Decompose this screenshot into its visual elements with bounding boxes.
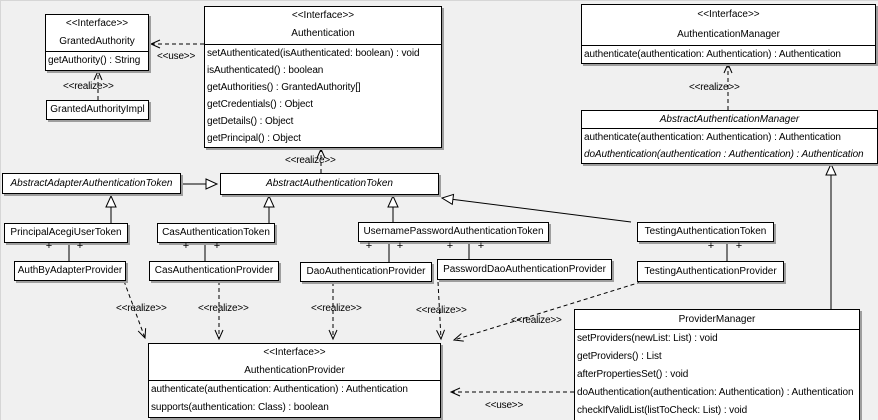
stereotype: <<Interface>>: [291, 10, 355, 21]
stereotype: <<Interface>>: [65, 18, 129, 29]
class-header: <<Interface>> Authentication: [205, 7, 441, 45]
class-granted-authority[interactable]: <<Interface>> GrantedAuthority getAuthor…: [45, 14, 149, 71]
method: getAuthority() : String: [48, 55, 141, 66]
class-testing-authentication-token[interactable]: TestingAuthenticationToken: [637, 222, 774, 242]
method: supports(authentication: Class) : boolea…: [151, 402, 329, 413]
method: authenticate(authentication: Authenticat…: [584, 49, 841, 60]
generalization-testingauthenticationtoken[interactable]: [440, 193, 632, 223]
association-end-plus: +: [76, 240, 84, 252]
class-name: AuthenticationManager: [677, 29, 780, 40]
class-name: AbstractAuthenticationToken: [266, 178, 393, 189]
method: checkIfValidList(listToCheck: List) : vo…: [577, 405, 748, 416]
method: afterPropertiesSet() : void: [577, 369, 689, 380]
class-cas-authentication-provider[interactable]: CasAuthenticationProvider: [149, 261, 279, 281]
class-principal-acegi-user-token[interactable]: PrincipalAcegiUserToken: [4, 223, 128, 243]
class-name: AuthByAdapterProvider: [17, 265, 123, 276]
method: setProviders(newList: List) : void: [577, 333, 718, 344]
class-name: PasswordDaoAuthenticationProvider: [443, 264, 606, 275]
class-name: ProviderManager: [678, 314, 756, 325]
class-name: UsernamePasswordAuthenticationToken: [363, 226, 544, 237]
class-name: AbstractAuthenticationManager: [659, 114, 800, 125]
abstract-method: doAuthentication(authentication : Authen…: [584, 149, 864, 160]
class-name: DaoAuthenticationProvider: [306, 266, 426, 277]
method: getPrincipal() : Object: [207, 133, 301, 144]
realize-label: <<realize>>: [311, 303, 362, 314]
association-end-plus: +: [477, 240, 485, 252]
class-name: GrantedAuthorityImpl: [50, 104, 145, 115]
realize-label: <<realize>>: [689, 82, 740, 93]
class-name: CasAuthenticationToken: [162, 227, 270, 238]
class-name: Authentication: [291, 28, 355, 39]
association-end-plus: +: [365, 240, 373, 252]
association-end-plus: +: [213, 240, 221, 252]
class-name: TestingAuthenticationProvider: [644, 266, 777, 277]
method: setAuthenticated(isAuthenticated: boolea…: [207, 48, 420, 59]
method: doAuthentication(authentication: Authent…: [577, 387, 854, 398]
association-end-plus: +: [182, 240, 190, 252]
association-end-plus: +: [45, 240, 53, 252]
realize-passworddaoauthenticationprovider[interactable]: [436, 281, 445, 341]
class-granted-authority-impl[interactable]: GrantedAuthorityImpl: [46, 100, 149, 120]
realize-label: <<realize>>: [416, 305, 467, 316]
stereotype: <<Interface>>: [697, 9, 760, 20]
class-cas-authentication-token[interactable]: CasAuthenticationToken: [157, 223, 275, 243]
class-name: AuthenticationProvider: [244, 365, 345, 376]
association-end-plus: +: [707, 240, 715, 252]
realize-label: <<realize>>: [198, 303, 249, 314]
method: authenticate(authentication: Authenticat…: [584, 132, 841, 143]
association-end-plus: +: [735, 240, 743, 252]
realize-label: <<realize>>: [116, 303, 167, 314]
use-label: <<use>>: [485, 400, 524, 411]
class-header: AbstractAuthenticationManager: [582, 111, 877, 129]
class-password-dao-authentication-provider[interactable]: PasswordDaoAuthenticationProvider: [437, 259, 612, 280]
class-header: <<Interface>> AuthenticationProvider: [149, 344, 440, 381]
realize-testingauthenticationprovider[interactable]: [452, 281, 642, 342]
method: getCredentials() : Object: [207, 99, 313, 110]
realize-authbyadapterprovider[interactable]: [123, 280, 147, 340]
method: getProviders() : List: [577, 351, 662, 362]
association-end-plus: +: [396, 240, 404, 252]
realize-label: <<realize>>: [63, 81, 114, 92]
class-name: AbstractAdapterAuthenticationToken: [10, 178, 173, 189]
stereotype: <<Interface>>: [263, 347, 326, 358]
class-name: PrincipalAcegiUserToken: [10, 227, 122, 238]
class-username-password-authentication-token[interactable]: UsernamePasswordAuthenticationToken: [358, 222, 549, 242]
class-abstract-authentication-token[interactable]: AbstractAuthenticationToken: [220, 173, 439, 195]
class-auth-by-adapter-provider[interactable]: AuthByAdapterProvider: [14, 261, 126, 281]
realize-label: <<realize>>: [511, 315, 562, 326]
class-authentication-provider[interactable]: <<Interface>> AuthenticationProvider aut…: [148, 343, 441, 418]
class-header: <<Interface>> GrantedAuthority: [46, 15, 148, 52]
class-header: <<Interface>> AuthenticationManager: [582, 5, 875, 46]
method: getDetails() : Object: [207, 116, 294, 127]
class-authentication-manager[interactable]: <<Interface>> AuthenticationManager auth…: [581, 4, 876, 64]
class-dao-authentication-provider[interactable]: DaoAuthenticationProvider: [300, 262, 432, 282]
class-authentication[interactable]: <<Interface>> Authentication setAuthenti…: [204, 6, 442, 148]
class-header: ProviderManager: [575, 310, 859, 330]
realize-label: <<realize>>: [285, 155, 336, 166]
method: authenticate(authentication: Authenticat…: [151, 384, 408, 395]
class-testing-authentication-provider[interactable]: TestingAuthenticationProvider: [637, 261, 784, 282]
class-provider-manager[interactable]: ProviderManager setProviders(newList: Li…: [574, 309, 860, 420]
class-name: TestingAuthenticationToken: [644, 226, 767, 237]
class-name: GrantedAuthority: [59, 36, 135, 47]
class-abstract-adapter-authentication-token[interactable]: AbstractAdapterAuthenticationToken: [2, 173, 181, 194]
use-label: <<use>>: [157, 51, 196, 62]
method: getAuthorities() : GrantedAuthority[]: [207, 82, 361, 93]
class-name: CasAuthenticationProvider: [154, 265, 274, 276]
association-end-plus: +: [446, 240, 454, 252]
method: isAuthenticated() : boolean: [207, 65, 324, 76]
class-abstract-authentication-manager[interactable]: AbstractAuthenticationManager authentica…: [581, 110, 878, 164]
